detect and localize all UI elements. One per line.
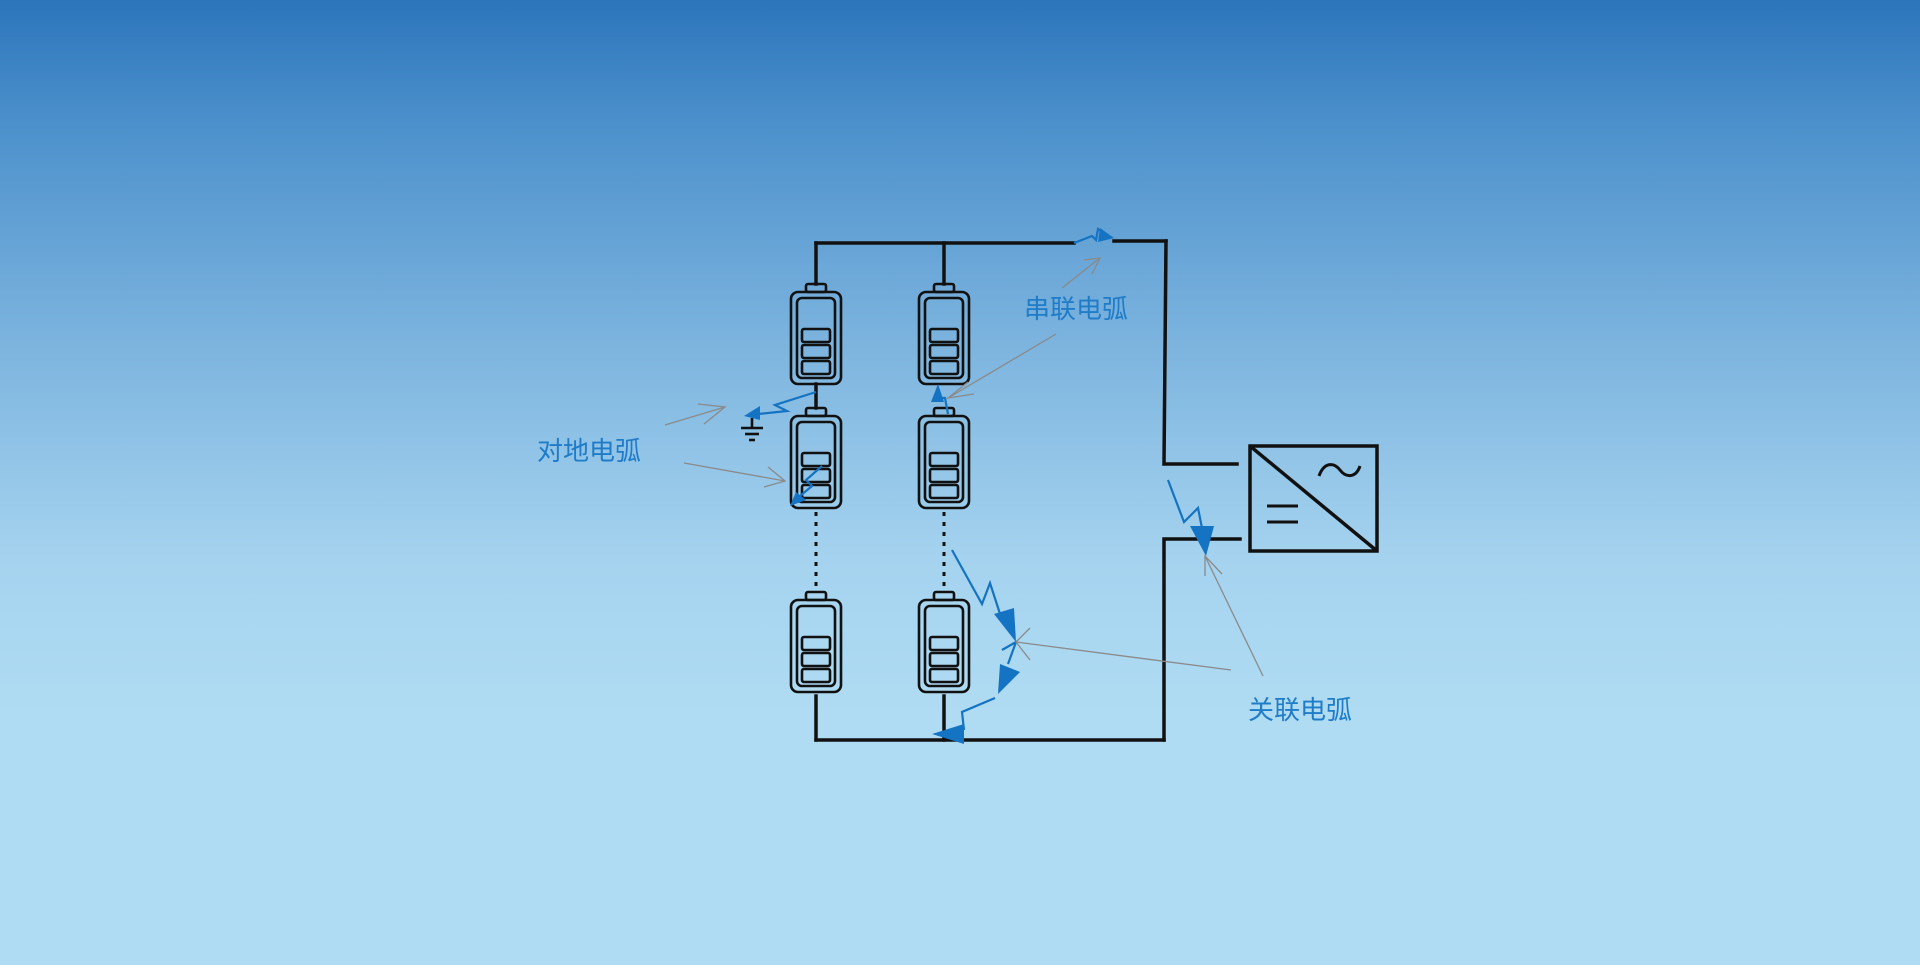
inverter-icon	[1248, 444, 1379, 553]
battery-icon	[789, 590, 843, 694]
battery-icon	[917, 406, 971, 510]
battery-icon	[917, 282, 971, 386]
string-1	[789, 282, 843, 694]
ground-arc	[744, 390, 823, 506]
parallel-arc	[932, 479, 1214, 744]
ground-arc-pointers	[664, 403, 787, 488]
battery-icon	[917, 590, 971, 694]
series-arc-pointers	[945, 257, 1102, 400]
parallel-arc-pointers	[1015, 554, 1264, 677]
series-arc	[931, 227, 1114, 415]
battery-icon	[789, 282, 843, 386]
circuit-wiring	[814, 239, 1242, 742]
battery-icon	[789, 406, 843, 510]
parallel-arc-label: 关联电弧	[1248, 696, 1352, 726]
string-2	[917, 282, 971, 694]
series-arc-label: 串联电弧	[1024, 295, 1128, 325]
ground-arc-label: 对地电弧	[537, 437, 641, 467]
ground-icon	[741, 418, 763, 442]
